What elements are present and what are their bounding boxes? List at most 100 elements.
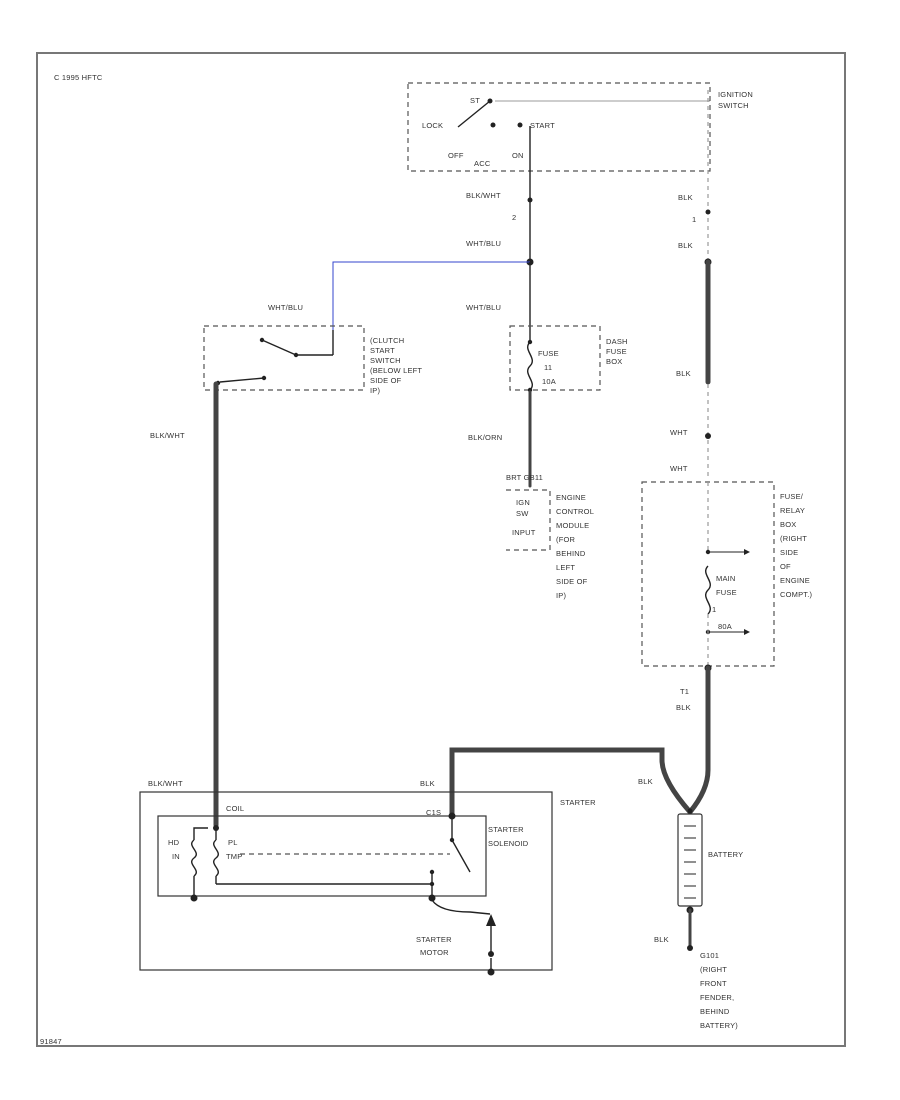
ecm-label-1: ENGINE [556,493,586,502]
wire-label-t1: T1 [680,687,689,696]
fuse11-line-1: FUSE [538,349,559,358]
ecm-label-8: IP) [556,591,566,600]
dash-fuse-label-2: FUSE [606,347,627,356]
wire-label-wht-blu-1: WHT/BLU [466,239,501,248]
terminal-label: C1S [426,808,441,817]
ground-g101: G101 (RIGHT FRONT FENDER, BEHIND BATTERY… [700,951,738,1030]
ecm-label-7: SIDE OF [556,577,588,586]
clutch-label-1: (CLUTCH [370,336,404,345]
ign-connector [527,197,533,203]
wire-label-blk-wht-top: BLK/WHT [466,191,501,200]
dash-fuse-label-1: DASH [606,337,628,346]
wire-label-wht-blu-3: WHT/BLU [466,303,501,312]
ecm-pin: BRT GB11 [506,473,543,482]
wire-label-blk-2: BLK [678,241,693,250]
wire-label-blk-1: BLK [678,193,693,202]
starter-label: STARTER [560,798,596,807]
relay-label-1: FUSE/ [780,492,804,501]
motor-line-2: MOTOR [420,948,449,957]
starter-solenoid [157,815,487,897]
figure-id: 91847 [40,1037,62,1046]
relay-label-4: (RIGHT [780,534,807,543]
ign-pos-on: ON [512,151,524,160]
dash-fuse-box: FUSE 11 10A DASH FUSE BOX [509,325,628,393]
main-fuse-line-1: MAIN [716,574,736,583]
wire-label-blk-3: BLK [676,369,691,378]
ecm-label-6: LEFT [556,563,575,572]
solenoid-line-1: STARTER [488,825,524,834]
ign-pos-off: OFF [448,151,464,160]
ground-point [687,945,693,951]
solenoid-line-2: SOLENOID [488,839,529,848]
wire-label-blk-7: BLK [654,935,669,944]
wire-label-blk-6: BLK [420,779,435,788]
wire-label-blk-orn: BLK/ORN [468,433,502,442]
wire-label-blk-wht-left: BLK/WHT [150,431,185,440]
clutch-label-3: SWITCH [370,356,401,365]
ecm-input-2: SW [516,509,529,518]
clutch-label-4: (BELOW LEFT [370,366,422,375]
ground-label-6: BATTERY) [700,1021,738,1030]
relay-label-5: SIDE [780,548,798,557]
diagram-frame [36,52,846,1047]
ecm-label-3: MODULE [556,521,589,530]
wire-label-blk-4: BLK [676,703,691,712]
hold-line-1: HD [168,838,180,847]
copyright: C 1995 HFTC [54,73,103,82]
relay-label-2: RELAY [780,506,805,515]
clutch-label-6: IP) [370,386,380,395]
ignition-switch: ST LOCK START OFF ACC ON IGNITION SWITCH [407,82,753,172]
clutch-start-switch: (CLUTCH START SWITCH (BELOW LEFT SIDE OF… [203,325,422,395]
wire-label-wht-1: WHT [670,428,688,437]
motor-line-1: STARTER [416,935,452,944]
engine-control-module: BRT GB11 IGN SW INPUT ENGINE CONTROL MOD… [506,473,594,600]
wire-blk-battery-pos [687,665,711,815]
ground-label-4: FENDER, [700,993,734,1002]
clutch-label-2: START [370,346,395,355]
ecm-input-1: IGN [516,498,530,507]
ign-label-1: IGNITION [718,90,753,99]
ecm-input-3: INPUT [512,528,536,537]
battery-label: BATTERY [708,850,743,859]
relay-label-7: ENGINE [780,576,810,585]
blk-connector [705,209,711,215]
ground-label-1: G101 [700,951,719,960]
pull-line-1: PL [228,838,238,847]
wire-wht-blu-clutch [332,261,530,330]
main-fuse-line-2: FUSE [716,588,737,597]
pull-line-2: TMP [226,852,242,861]
dash-fuse-label-3: BOX [606,357,622,366]
starter: STARTER BLK/WHT COIL C1S HD IN PL TMP ST… [139,779,596,976]
relay-label-3: BOX [780,520,796,529]
wire-label-pin-1: 1 [692,215,696,224]
fuse11-line-3: 10A [542,377,556,386]
wht-splice [705,433,711,439]
ign-label-2: SWITCH [718,101,749,110]
ground-label-3: FRONT [700,979,727,988]
wire-label-pin-2: 2 [512,213,516,222]
ground-label-5: BEHIND [700,1007,730,1016]
ign-pos-st: ST [470,96,480,105]
main-fuse-line-3: 1 [712,605,716,614]
fuse-relay-box: MAIN FUSE 1 80A FUSE/ RELAY BOX (RIGHT S… [641,481,812,667]
ground-label-2: (RIGHT [700,965,727,974]
battery: BATTERY [677,808,743,914]
ecm-label-5: BEHIND [556,549,586,558]
hold-line-2: IN [172,852,180,861]
wire-blk-battery-starter [449,747,693,818]
fuse11-line-2: 11 [544,363,552,372]
wire-label-wht-blu-2: WHT/BLU [268,303,303,312]
main-fuse-rating: 80A [718,622,732,631]
ign-pos-acc: ACC [474,159,491,168]
ecm-label-2: CONTROL [556,507,594,516]
coil-label: COIL [226,804,244,813]
wire-label-blk-5: BLK [638,777,653,786]
starter-outline [139,791,553,971]
ign-pos-lock: LOCK [422,121,443,130]
relay-label-6: OF [780,562,791,571]
clutch-label-5: SIDE OF [370,376,402,385]
wire-label-blk-wht-bottom: BLK/WHT [148,779,183,788]
wire-label-wht-2: WHT [670,464,688,473]
ecm-label-4: (FOR [556,535,576,544]
